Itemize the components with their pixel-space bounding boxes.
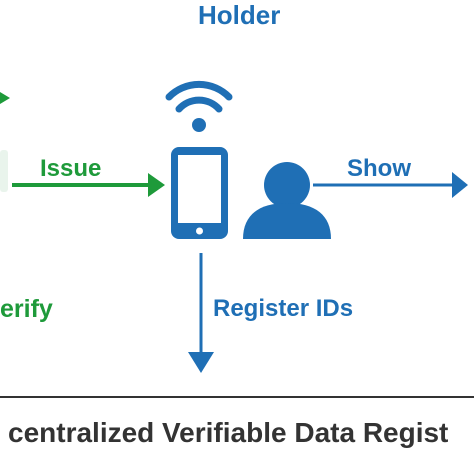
- issuer-arrow-fragment: [0, 92, 10, 104]
- register-arrow: [188, 253, 214, 373]
- verify-label: erify: [0, 295, 53, 323]
- show-label: Show: [347, 155, 411, 182]
- registry-box: [0, 396, 474, 474]
- issuer-edge-fragment: [0, 150, 8, 192]
- issue-arrow: [12, 173, 165, 197]
- smartphone-icon: [171, 147, 228, 239]
- registry-label: centralized Verifiable Data Regist: [8, 417, 449, 448]
- holder-title: Holder: [198, 0, 281, 30]
- show-arrow: [313, 172, 468, 198]
- wifi-icon: [165, 80, 233, 132]
- register-ids-label: Register IDs: [213, 295, 354, 322]
- user-icon: [243, 162, 331, 239]
- issue-label: Issue: [40, 155, 102, 182]
